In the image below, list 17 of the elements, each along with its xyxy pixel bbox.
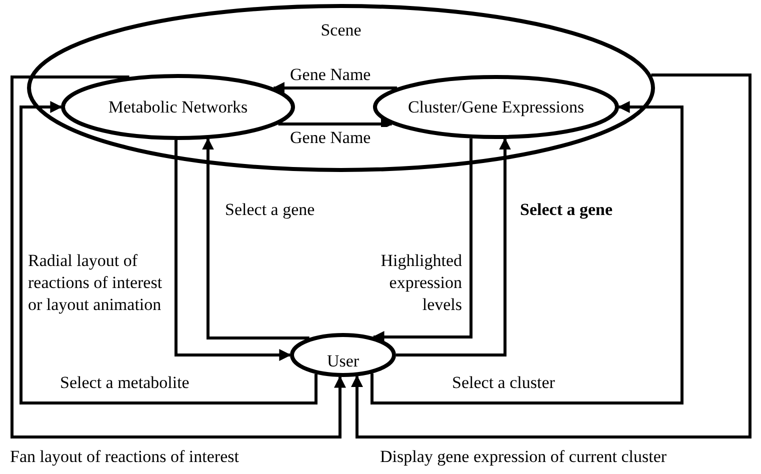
node-label: Scene — [320, 22, 362, 38]
node-label: User — [326, 352, 360, 370]
arrow — [272, 82, 398, 94]
ellipse-node — [373, 75, 619, 139]
arrow — [20, 101, 318, 404]
arrow — [202, 138, 310, 340]
arrow — [278, 118, 393, 130]
arrow — [370, 101, 684, 404]
arrow — [174, 140, 292, 361]
arrow — [10, 76, 346, 438]
ellipse-node — [290, 333, 396, 377]
node-label: Cluster/Gene Expressions — [408, 98, 584, 116]
arrow — [351, 74, 752, 438]
arrow — [396, 138, 511, 356]
ellipse-node — [27, 4, 655, 172]
arrow — [372, 138, 472, 343]
node-label: Metabolic Networks — [108, 98, 248, 116]
